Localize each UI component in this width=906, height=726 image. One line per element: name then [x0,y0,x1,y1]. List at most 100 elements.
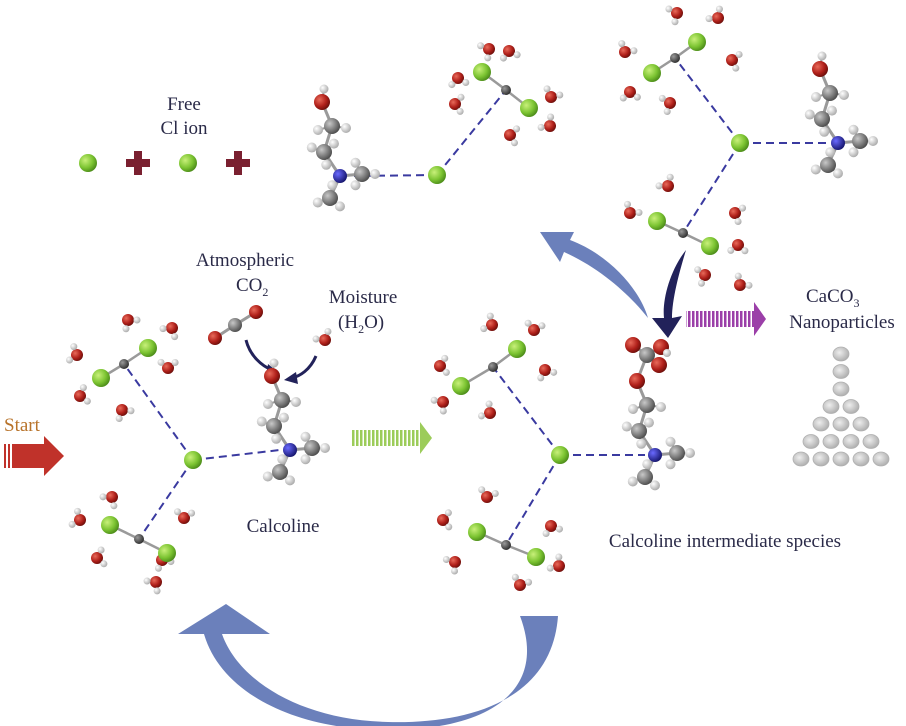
water-molecule [705,5,724,24]
h2o-label: (H2O) [338,312,384,336]
hydrogen-atom [484,54,492,62]
hydrogen-atom [537,123,545,131]
hydrogen-atom [694,266,702,274]
caco3-nanoparticle [862,434,880,449]
hydrogen-atom [462,79,470,86]
chloride-ion [731,134,749,152]
carbon-atom [316,144,332,160]
hydrogen-atom [663,349,671,357]
cycle-arrow-bottom [178,604,558,726]
co2-carbon-atom [228,318,242,332]
hydrogen-atom [74,507,82,515]
oxygen-atom [545,520,557,532]
nanoparticles-label: Nanoparticles [789,312,895,333]
chlorine-atom [508,340,526,358]
metal-atom [670,53,680,63]
plus-sign [134,151,142,175]
oxygen-atom [116,404,128,416]
oxygen-atom [624,86,636,98]
oxygen-atom [314,94,330,110]
hydrogen-atom [143,577,151,585]
interaction-dash [436,89,507,176]
hydrogen-atom [97,546,105,554]
interaction-dash [492,366,561,456]
hydrogen-atom [739,204,747,212]
caco3-nanoparticle [852,451,870,467]
oxygen-atom [449,556,461,568]
interaction-dash [192,449,281,461]
nitrogen-atom [283,443,297,457]
hydrogen-atom [666,173,674,181]
hydrogen-atom [832,168,843,179]
chloride-ion [551,446,569,464]
hydrogen-atom [635,209,643,217]
hydrogen-atom [537,374,545,382]
hydrogen-atom [79,384,87,392]
hydrogen-atom [445,523,453,531]
water-molecule [542,520,563,538]
hydrogen-atom [658,94,666,102]
h2o-arrowhead [284,372,298,384]
hydrogen-atom [510,139,518,147]
hydrogen-atom [188,509,196,517]
hydrogen-atom [127,407,135,415]
hydrogen-atom [499,54,507,62]
carbon-atom [324,118,340,134]
water-molecule [99,491,118,510]
chlorine-atom [468,523,486,541]
hydrogen-atom [306,142,317,153]
hydrogen-atom [350,180,361,191]
hydrogen-atom [663,108,671,116]
carbon-atom [631,423,647,439]
caco3-nanoparticle [802,434,820,449]
carbon-atom [852,133,868,149]
water-molecule [729,204,747,225]
oxygen-atom [729,207,741,219]
nanoparticle-arrow [686,302,766,336]
oxygen-atom [264,368,280,384]
oxygen-atom [624,207,636,219]
water-molecule [449,93,465,115]
oxygen-atom [545,91,557,103]
hydrogen-atom [153,587,161,595]
oxygen-atom [671,7,683,19]
hydrogen-atom [848,124,859,135]
metal-atom [119,359,129,369]
oxygen-atom [74,514,86,526]
hydrogen-atom [735,50,743,58]
caco3-nanoparticle [842,399,860,414]
hydrogen-atom [66,356,74,364]
hydrogen-atom [122,325,130,333]
chlorine-atom [527,548,545,566]
hydrogen-atom [324,327,332,335]
hydrogen-atom [100,560,108,568]
hydrogen-atom [810,164,821,175]
oxygen-atom [734,279,746,291]
chloride-ion [428,166,446,184]
oxygen-atom [449,98,461,110]
oxygen-atom [91,552,103,564]
co2-label: CO2 [236,275,268,299]
oxygen-atom [437,514,449,526]
hydrogen-atom [655,182,663,190]
oxygen-atom [619,46,631,58]
hydrogen-atom [441,354,449,362]
hydrogen-atom [732,64,740,72]
intermediate-label: Calcoline intermediate species [609,531,841,552]
hydrogen-atom [817,51,827,61]
hydrogen-atom [115,415,123,423]
carbon-atom [354,166,370,182]
caco3-nanoparticle [822,399,840,414]
caco3-label: CaCO3 [806,286,860,310]
chlorine-atom [648,212,666,230]
oxygen-atom [106,491,118,503]
hydrogen-atom [618,40,626,48]
metal-atom [678,228,688,238]
water-molecule [477,400,496,420]
oxygen-atom [74,390,86,402]
water-molecule [499,45,521,62]
hydrogen-atom [513,51,521,59]
hydrogen-atom [491,490,499,498]
hydrogen-atom [715,5,723,13]
hydrogen-atom [320,443,330,453]
